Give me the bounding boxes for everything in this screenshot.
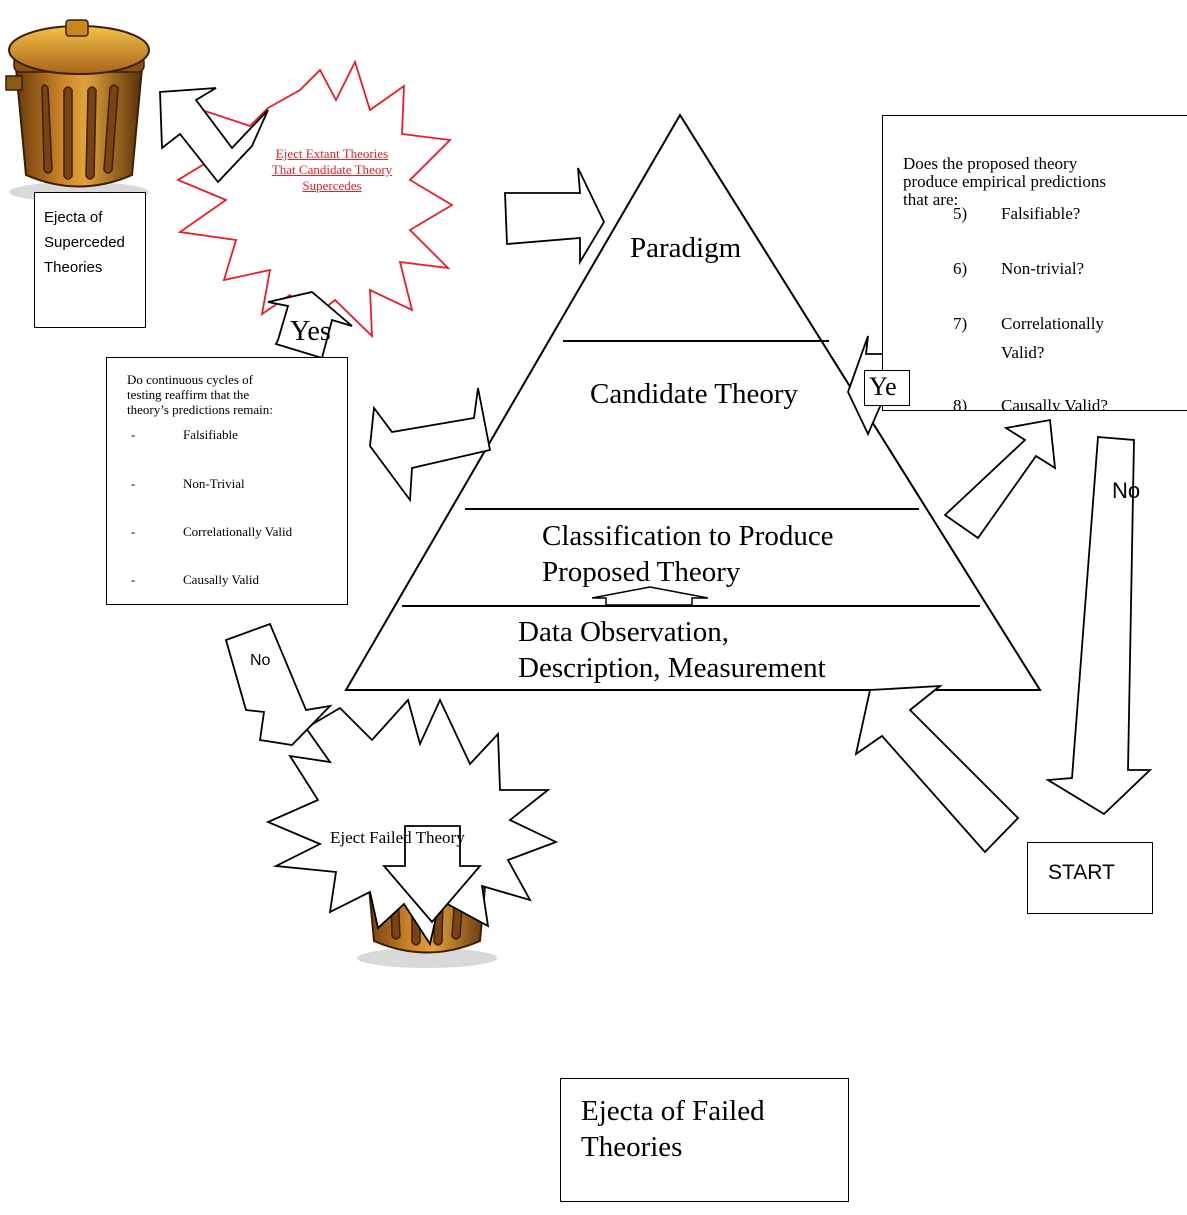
predictions-item-number: 8) [953, 396, 968, 411]
cycles-item: Non-Trivial [183, 476, 245, 491]
cycles-item-dash: - [131, 524, 136, 539]
no-down-arrow [224, 622, 333, 746]
cycles-item: Correlationally Valid [183, 524, 293, 539]
arrow-to-superceded-can [159, 87, 269, 184]
start-box: START [1027, 842, 1153, 914]
yes-up-arrow [267, 291, 353, 360]
start-label: START [1048, 861, 1115, 884]
cycles-item: Falsifiable [183, 427, 238, 442]
predictions-item-number: 6) [953, 259, 968, 278]
level-classification-line1: Classification to Produce [542, 520, 834, 552]
eject-extant-label: Eject Extant Theories That Candidate The… [271, 146, 393, 193]
eject-extant-burst [176, 59, 454, 339]
cycles-intro-line: testing reaffirm that the [127, 387, 250, 402]
cycles-item-dash: - [131, 572, 136, 587]
predictions-item: Falsifiable? [1001, 204, 1081, 223]
yes-label-right: Ye [864, 370, 910, 406]
level-candidate-theory: Candidate Theory [590, 378, 799, 410]
cycles-item-dash: - [131, 476, 136, 491]
cycles-item-dash: - [131, 427, 136, 442]
trash-can-icon [5, 19, 150, 203]
no-long-arrow [1045, 436, 1153, 816]
predictions-question-box: Does the proposed theory produce empiric… [882, 115, 1187, 411]
ejecta-superceded-line: Ejecta of [44, 209, 103, 226]
ejecta-superceded-line: Theories [44, 259, 103, 276]
arrow-to-cycles-box [369, 387, 492, 503]
predictions-item: Valid? [1001, 343, 1045, 362]
level-data-line1: Data Observation, [518, 616, 729, 648]
predictions-intro-line: Does the proposed theory [903, 154, 1078, 173]
level-data-line2: Description, Measurement [518, 652, 826, 684]
predictions-item: Correlationally [1001, 314, 1104, 333]
level-classification-line2: Proposed Theory [542, 556, 741, 588]
predictions-item-number: 5) [953, 204, 968, 223]
arrow-to-paradigm [504, 167, 606, 266]
predictions-intro-line: that are: [903, 190, 959, 209]
cycles-item: Causally Valid [183, 572, 259, 587]
cycles-question-box: Do continuous cycles of testing reaffirm… [106, 357, 348, 605]
ejecta-superceded-line: Superceded [44, 234, 125, 251]
up-arrow-small [591, 586, 709, 606]
cycles-intro-line: Do continuous cycles of [127, 372, 254, 387]
ejecta-failed-line: Ejecta of Failed [581, 1095, 765, 1127]
arrow-to-predictions-box [943, 418, 1057, 540]
ejecta-failed-line: Theories [581, 1131, 683, 1163]
yes-label-top: Yes [290, 316, 331, 347]
predictions-item: Causally Valid? [1001, 396, 1108, 411]
arrow-to-failed-can [382, 825, 482, 924]
ejecta-failed-box: Ejecta of Failed Theories [560, 1078, 849, 1202]
eject-failed-burst [265, 697, 559, 947]
level-paradigm: Paradigm [630, 232, 742, 264]
predictions-intro-line: produce empirical predictions [903, 172, 1106, 191]
eject-failed-label: Eject Failed Theory [330, 828, 465, 847]
ejecta-superceded-box: Ejecta of Superceded Theories [34, 192, 146, 328]
no-label-left: No [250, 652, 271, 669]
arrow-from-start [854, 684, 1020, 854]
cycles-intro-line: theory’s predictions remain: [127, 402, 273, 417]
no-label-right: No [1112, 478, 1141, 503]
predictions-item-number: 7) [953, 314, 968, 333]
predictions-item: Non-trivial? [1001, 259, 1085, 278]
